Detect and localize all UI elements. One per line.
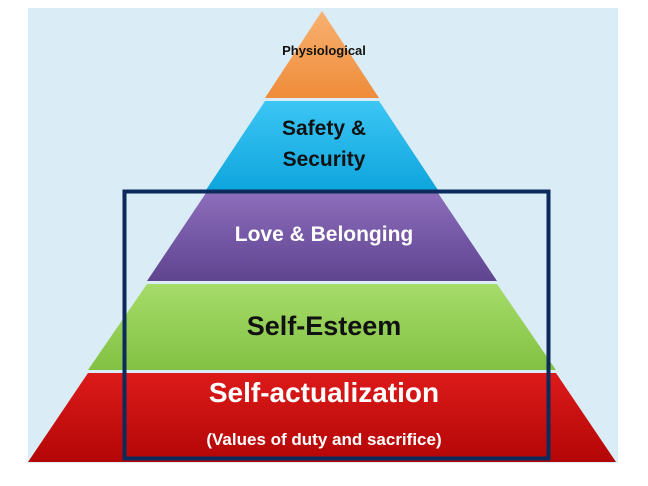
pyramid-level-actualization — [28, 373, 616, 462]
highlight-box — [122, 189, 551, 461]
pyramid-level-esteem — [88, 284, 556, 370]
label-safety-line2: Security — [282, 148, 366, 171]
label-actualization: Self-actualization — [208, 377, 440, 408]
label-physiological: Physiological — [282, 43, 366, 58]
label-safety-line1: Safety & — [281, 117, 367, 140]
pyramid-level-physiological — [265, 11, 379, 98]
label-love: Love & Belonging — [234, 223, 414, 246]
pyramid-level-love — [147, 193, 497, 281]
label-esteem: Self-Esteem — [246, 311, 402, 341]
pyramid-level-safety — [206, 101, 438, 190]
label-actualization-sub: (Values of duty and sacrifice) — [206, 430, 442, 449]
